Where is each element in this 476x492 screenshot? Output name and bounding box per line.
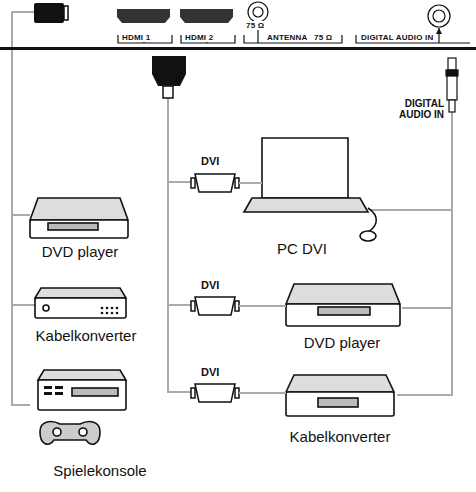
- connector-label: DVI: [201, 366, 219, 378]
- device-label-box: Kabelkonverter: [288, 428, 393, 446]
- device-name: Spielekonsole: [53, 462, 146, 480]
- device-name: Kabelkonverter: [36, 327, 137, 345]
- device-name: PC DVI: [277, 240, 327, 258]
- port-label: HDMI 2: [184, 33, 214, 42]
- device-name: DVD player: [304, 334, 381, 352]
- port-label: HDMI 1: [121, 33, 151, 42]
- device-label-box: PC DVI: [275, 240, 329, 258]
- port-label: 75 Ω: [313, 33, 333, 42]
- port-label: DIGITAL AUDIO IN: [392, 98, 444, 120]
- device-label-box: DVD player: [40, 243, 121, 261]
- connector-label: DVI: [201, 279, 219, 291]
- port-label: DIGITAL AUDIO IN: [360, 33, 434, 42]
- connector-label: DVI: [201, 155, 219, 167]
- device-name: Kabelkonverter: [290, 428, 391, 446]
- port-label: 75 Ω: [245, 21, 265, 30]
- device-label-box: Spielekonsole: [51, 462, 148, 480]
- port-label: ANTENNA: [266, 33, 309, 42]
- device-label-box: Kabelkonverter: [34, 327, 139, 345]
- device-label-box: DVD player: [302, 334, 383, 352]
- device-name: DVD player: [42, 243, 119, 261]
